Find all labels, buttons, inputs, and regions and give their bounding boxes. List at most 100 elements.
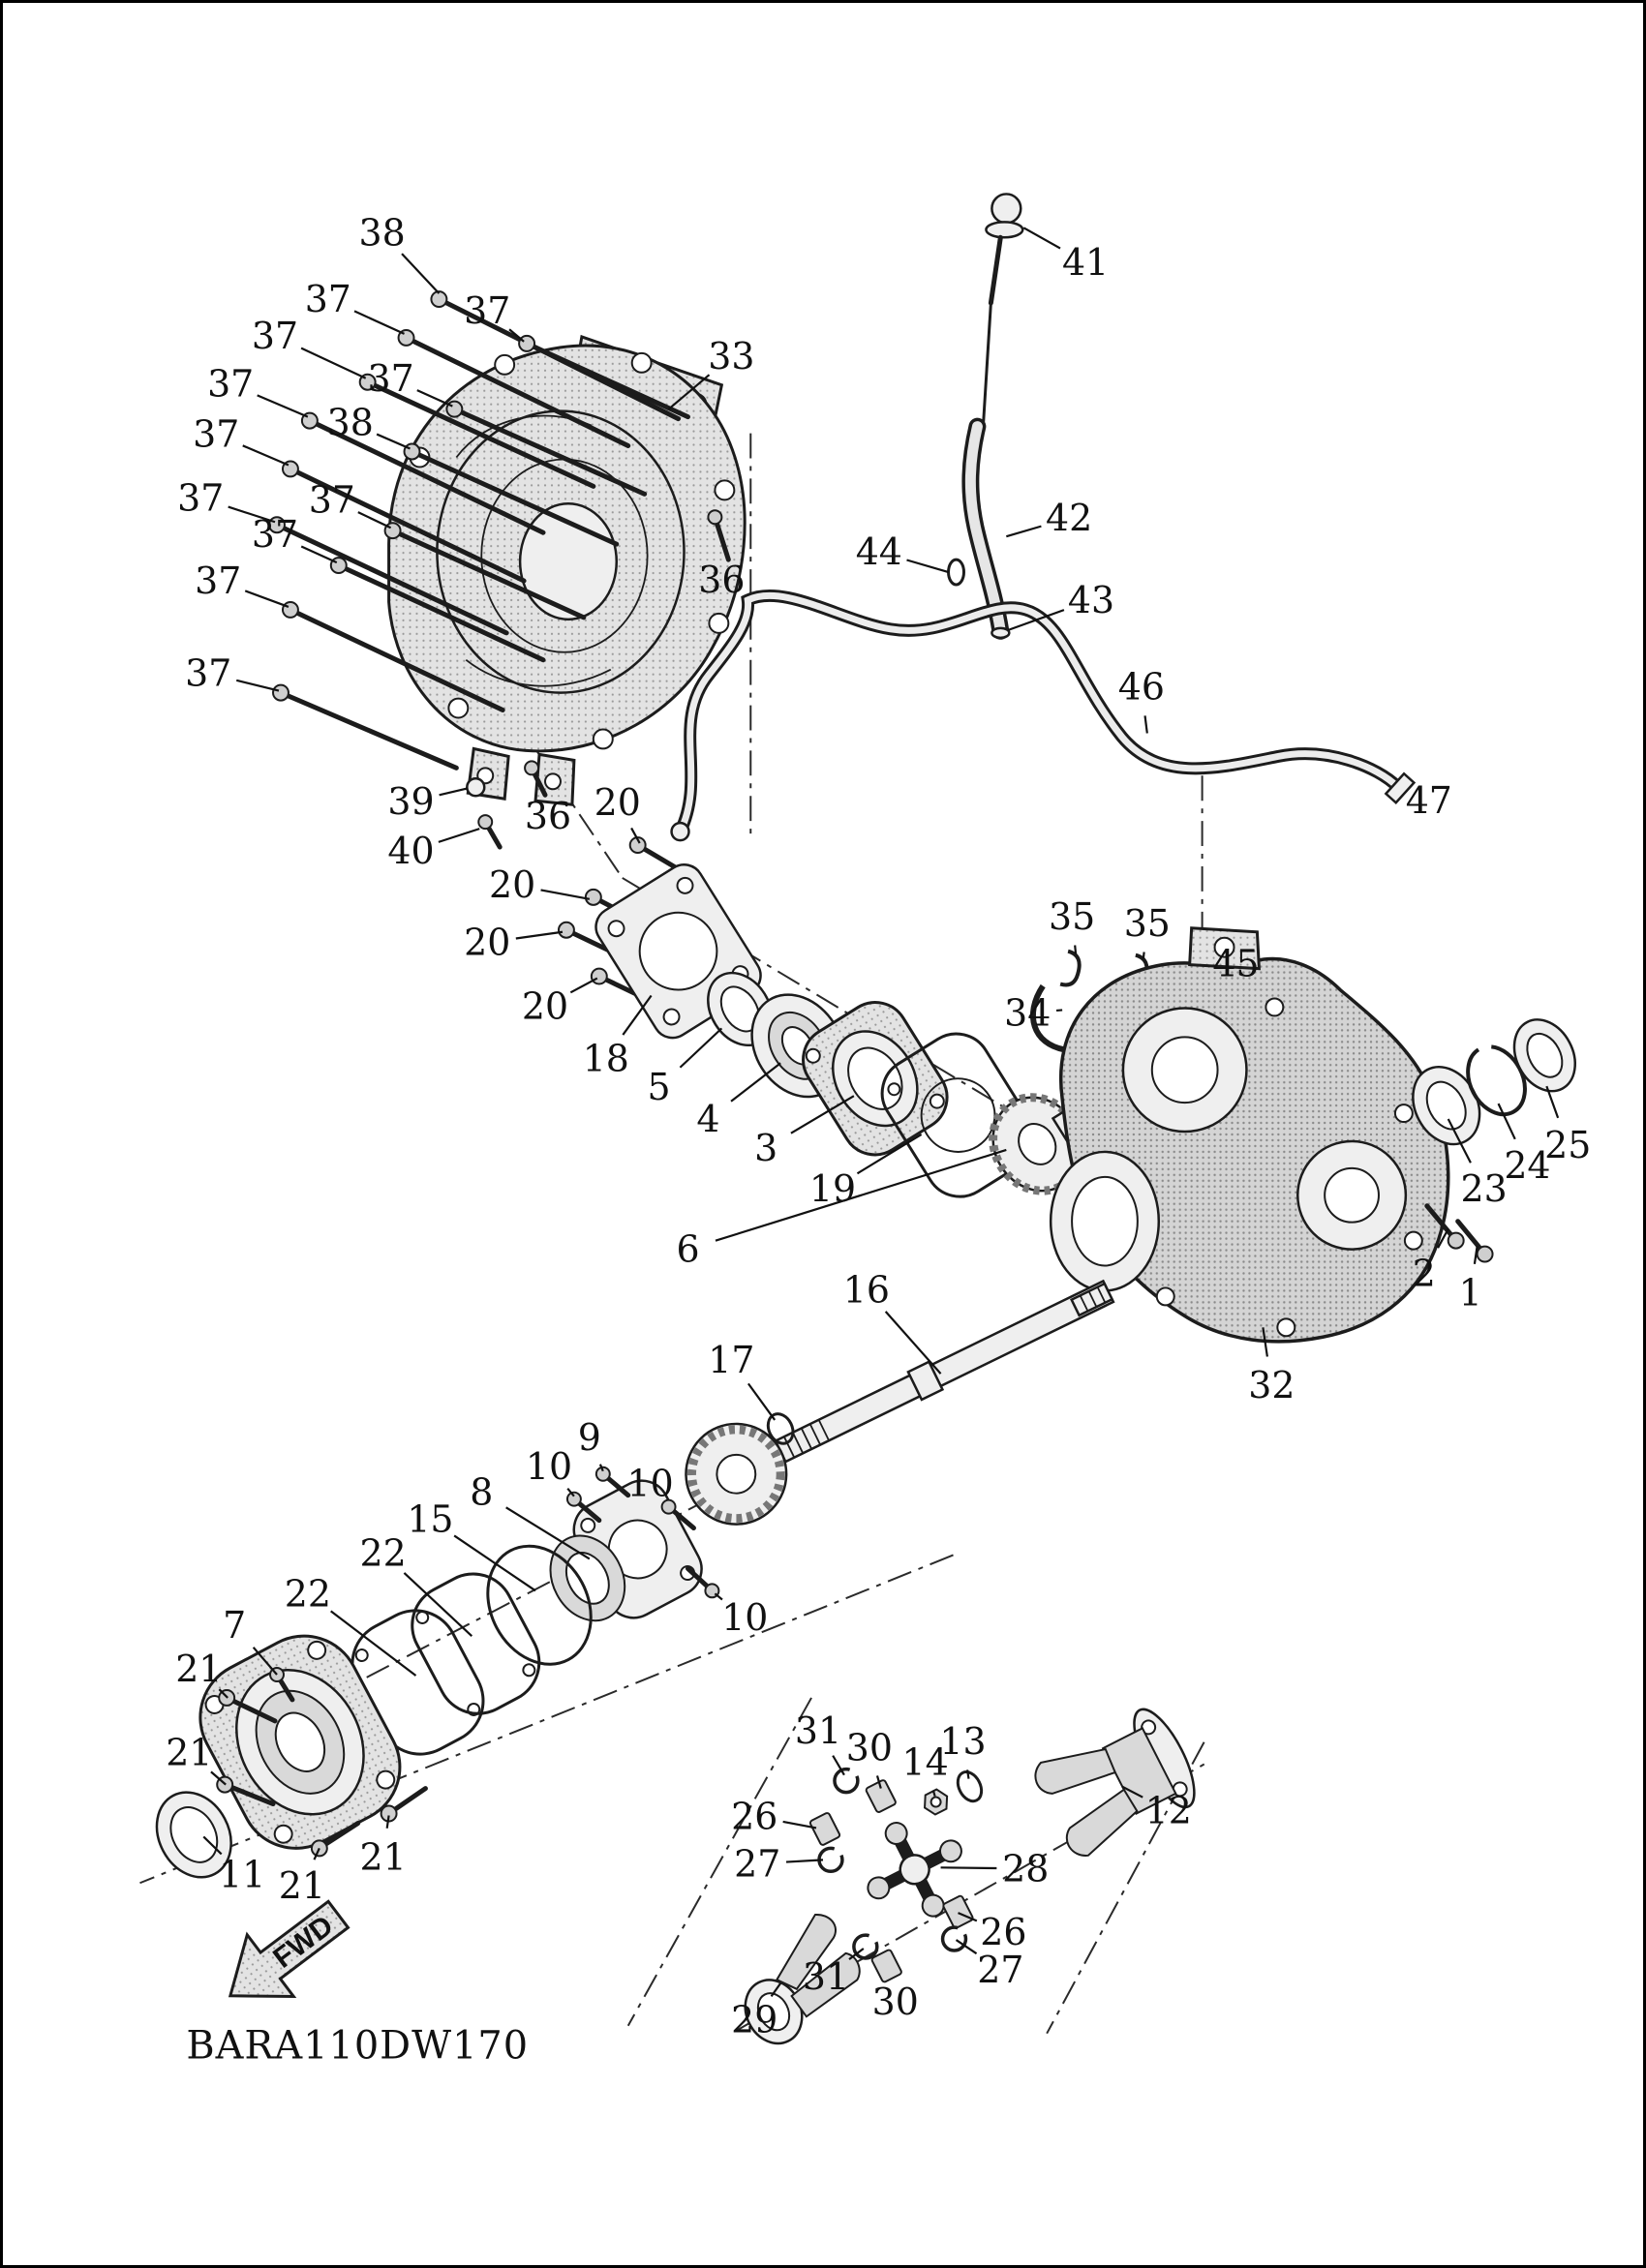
leader-line-14: [931, 1790, 936, 1797]
part-drive-shaft-16: [774, 1279, 1115, 1464]
leader-line-31: [848, 1948, 865, 1960]
leader-line-24: [1497, 1103, 1516, 1140]
callout-5: 5: [648, 1066, 671, 1108]
bolt-36-bottom: [524, 760, 548, 798]
callout-21: 21: [360, 1835, 407, 1878]
part-bearing-23: [1412, 1065, 1481, 1146]
leader-line-19: [856, 1134, 923, 1175]
exploded-parts-diagram: 3837373737373837373737373733414244433646…: [139, 193, 1591, 2069]
leader-line-2: [1437, 1228, 1449, 1249]
callout-22: 22: [285, 1572, 331, 1615]
callout-31: 31: [803, 1955, 849, 1998]
callout-26: 26: [731, 1796, 777, 1838]
callout-32: 32: [1248, 1364, 1295, 1406]
leader-line-37: [235, 679, 280, 692]
callout-47: 47: [1406, 779, 1452, 822]
callout-21: 21: [279, 1864, 325, 1907]
callout-26: 26: [980, 1911, 1026, 1953]
callout-24: 24: [1504, 1144, 1550, 1187]
part-breather-hose-46: [670, 589, 1417, 842]
bolt-36-top: [707, 509, 731, 562]
bolt-40: [477, 814, 503, 850]
part-washer-39: [466, 777, 486, 798]
part-clip-35a: [1059, 949, 1082, 987]
diagram-code: BARA110DW170: [186, 2024, 529, 2069]
part-bearing-8: [549, 1534, 626, 1622]
leader-line-9: [598, 1464, 604, 1472]
leader-line-37: [300, 347, 367, 379]
part-washer-13: [956, 1770, 984, 1803]
leader-lines: [202, 227, 1560, 1997]
leader-line-37: [244, 590, 290, 608]
callout-36: 36: [525, 795, 571, 837]
leader-line-30: [875, 1775, 882, 1789]
leader-line-26: [782, 1820, 817, 1830]
callout-27: 27: [977, 1949, 1023, 1991]
leader-line-20: [540, 889, 591, 900]
callout-38: 38: [359, 211, 406, 254]
callout-19: 19: [809, 1167, 856, 1210]
part-yoke-29: [744, 1914, 861, 2045]
bolt-20: [628, 836, 684, 873]
callout-37: 37: [207, 363, 254, 406]
callout-23: 23: [1460, 1167, 1507, 1210]
leader-line-43: [1007, 609, 1065, 631]
callout-21: 21: [166, 1732, 212, 1774]
bolt-21: [310, 1820, 361, 1858]
callout-45: 45: [1212, 943, 1259, 985]
part-bearing-cap-26: [808, 1812, 841, 1846]
callout-16: 16: [843, 1268, 890, 1311]
callout-34: 34: [1004, 991, 1051, 1034]
callout-4: 4: [696, 1098, 719, 1140]
callout-18: 18: [583, 1037, 629, 1079]
leader-line-3: [790, 1095, 855, 1134]
leader-line-21: [210, 1770, 227, 1786]
leader-line-29: [770, 1982, 782, 1997]
callout-22: 22: [360, 1531, 407, 1574]
leader-line-27: [785, 1859, 824, 1863]
part-oil-seal-11: [155, 1791, 232, 1879]
leader-line-16: [884, 1311, 942, 1375]
callout-25: 25: [1544, 1124, 1591, 1166]
leader-line-38: [376, 433, 411, 450]
part-bearing-cap-30: [865, 1779, 897, 1813]
callout-39: 39: [387, 780, 434, 823]
leader-line-35: [1074, 945, 1078, 954]
leader-line-17: [747, 1382, 777, 1421]
callout-36: 36: [698, 559, 745, 601]
callout-43: 43: [1068, 579, 1114, 621]
leader-line-22: [403, 1572, 473, 1637]
leader-line-37: [353, 310, 405, 335]
bolt-2: [1424, 1203, 1465, 1250]
callout-30: 30: [846, 1727, 893, 1769]
callout-46: 46: [1118, 666, 1165, 709]
leader-line-26: [958, 1912, 978, 1922]
callout-42: 42: [1046, 497, 1092, 539]
callout-20: 20: [594, 781, 641, 824]
part-seal-25: [1512, 1018, 1576, 1093]
leader-line-20: [515, 930, 564, 940]
leader-line-35: [1142, 952, 1145, 959]
leader-line-10: [714, 1592, 723, 1601]
callout-37: 37: [193, 413, 239, 456]
callout-10: 10: [627, 1463, 674, 1505]
callout-35: 35: [1124, 902, 1171, 945]
callout-17: 17: [708, 1339, 754, 1381]
callout-11: 11: [219, 1853, 265, 1895]
callout-41: 41: [1062, 241, 1109, 284]
part-gasket-22a: [411, 1572, 541, 1715]
leader-line-4: [730, 1062, 781, 1103]
bolt-9: [594, 1466, 631, 1498]
callout-9: 9: [578, 1416, 601, 1459]
part-gear-case-32: [1049, 926, 1450, 1344]
leader-line-38: [401, 253, 441, 294]
bolt-10: [660, 1498, 696, 1531]
leader-line-41: [1022, 227, 1061, 250]
bolt-37: [397, 328, 631, 449]
leader-line-5: [679, 1027, 723, 1069]
callout-37: 37: [309, 478, 355, 521]
callout-37: 37: [177, 476, 224, 519]
part-dipstick-41: [981, 193, 1024, 427]
callout-37: 37: [185, 652, 231, 695]
part-shaft-gear-hub: [685, 1422, 788, 1526]
